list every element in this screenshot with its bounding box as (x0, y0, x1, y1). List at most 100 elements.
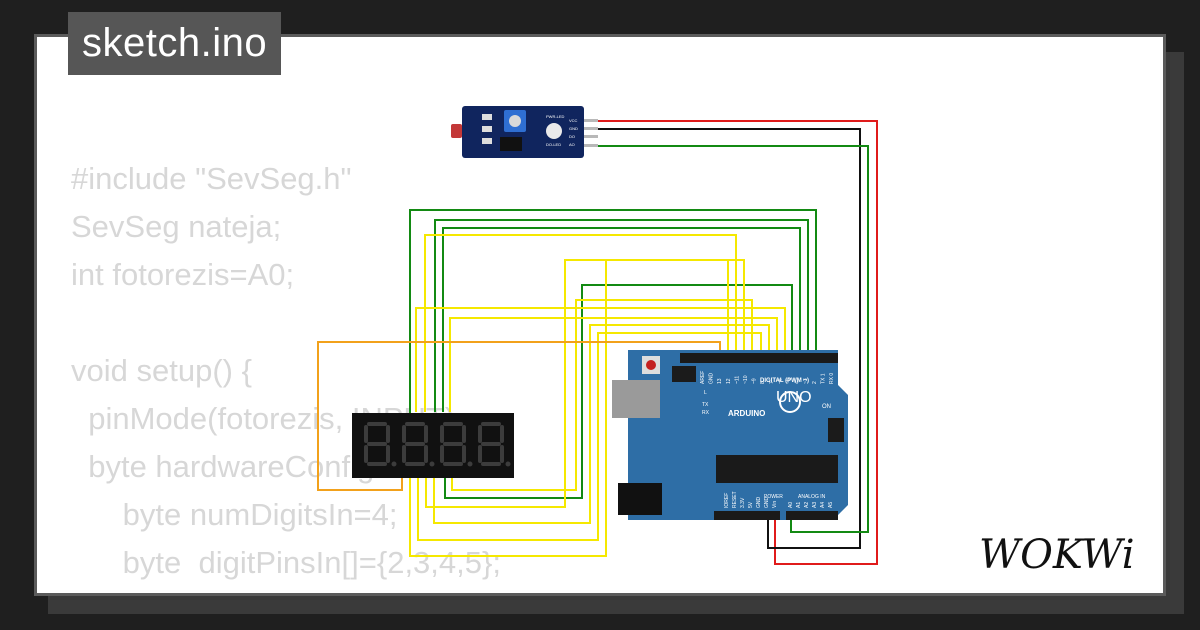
seven-segment-display[interactable] (352, 413, 514, 478)
code-line: byte digitPinsIn[]={2,3,4,5}; (71, 545, 501, 580)
potentiometer-knob (509, 115, 521, 127)
arduino-pin-label: GND (764, 497, 770, 509)
wire-yellow-segment[interactable] (449, 317, 778, 412)
wire-yellow-segment[interactable] (417, 332, 762, 541)
arduino-pin-label: ~11 (734, 376, 740, 384)
power-jack (618, 483, 662, 515)
on-label: ON (822, 404, 831, 410)
arduino-pin-label: 8 (760, 381, 766, 384)
digital-header[interactable] (680, 353, 838, 363)
sensor-led (546, 123, 562, 139)
sensor-pin[interactable] (584, 144, 598, 147)
arduino-pin-label: Vin (772, 501, 778, 508)
icsp-header-2 (828, 418, 844, 442)
arduino-pin-label: RX 0 (829, 373, 835, 384)
arduino-pin-label: ~3 (803, 378, 809, 384)
arduino-pin-label: GND (709, 373, 715, 385)
board-brand: ARDUINO (728, 409, 765, 418)
wire-black-gnd[interactable] (596, 128, 861, 549)
arduino-pin-label: A5 (828, 502, 834, 508)
resistor (482, 114, 492, 120)
arduino-pin-label: GND (756, 497, 762, 509)
sensor-pin[interactable] (584, 127, 598, 130)
code-line: byte hardwareConfig (71, 449, 375, 484)
analog-header[interactable] (786, 511, 838, 520)
arduino-pin-label: ~5 (786, 378, 792, 384)
preview-card: #include "SevSeg.h" SevSeg nateja; int fot… (34, 34, 1166, 596)
arduino-pin-label: A0 (788, 502, 794, 508)
analog-label: ANALOG IN (798, 494, 826, 500)
atmega-chip (716, 455, 838, 483)
arduino-pin-label: A3 (812, 502, 818, 508)
code-line: #include "SevSeg.h" (71, 161, 352, 196)
arduino-logo (779, 391, 801, 413)
wire-yellow-segment[interactable] (425, 259, 729, 508)
code-line: SevSeg nateja; (71, 209, 282, 244)
arduino-pin-label: 13 (717, 378, 723, 384)
arduino-pin-label: ~6 (777, 378, 783, 384)
sensor-pin-label: AO (569, 142, 575, 147)
reset-button-cap (646, 360, 656, 370)
wire-yellow-segment[interactable] (415, 307, 786, 412)
wire-green-digit[interactable] (444, 284, 793, 499)
sensor-pin[interactable] (584, 119, 598, 122)
arduino-pin-label: 7 (769, 381, 775, 384)
arduino-pin-label: IOREF (724, 493, 730, 508)
rx-label: RX (702, 410, 710, 416)
wokwi-logo: WOKWi (979, 532, 1135, 578)
sensor-pin-label: GND (569, 126, 578, 131)
display-decimal-point (391, 461, 397, 467)
photoresistor-sensor-module[interactable]: VCC GND DO AO PWR-LED DO-LED (451, 106, 598, 158)
wire-green-ao[interactable] (596, 145, 869, 533)
arduino-pin-label: 2 (812, 381, 818, 384)
wires (317, 120, 878, 565)
display-decimal-point (505, 461, 511, 467)
display-decimal-point (467, 461, 473, 467)
wire-green-digit[interactable] (442, 227, 801, 412)
l-label: L (704, 390, 707, 396)
display-digits (364, 422, 511, 467)
wire-yellow-segment[interactable] (433, 324, 770, 524)
tx-label: TX (702, 402, 709, 408)
usb-port (612, 380, 660, 418)
arduino-pin-label: A4 (820, 502, 826, 508)
arduino-pin-label: A1 (796, 502, 802, 508)
sensor-pin[interactable] (584, 135, 598, 138)
code-line: int fotorezis=A0; (71, 257, 295, 292)
power-label: POWER (764, 494, 783, 500)
code-preview: #include "SevSeg.h" SevSeg nateja; int fot… (71, 155, 699, 593)
arduino-pin-label: 4 (795, 381, 801, 384)
code-line: void setup() { (71, 353, 252, 388)
digital-label: DIGITAL (PWM ~) (760, 378, 809, 384)
wire-green-digit[interactable] (434, 219, 809, 412)
resistor (482, 138, 492, 144)
wire-yellow-segment[interactable] (409, 259, 745, 557)
arduino-pin-label: ~9 (752, 378, 758, 384)
sensor-led-label: DO-LED (546, 142, 561, 147)
wokwi-wordmark: WOKWi (979, 532, 1135, 578)
wire-red-vcc[interactable] (596, 120, 878, 565)
sensor-pin-label: DO (569, 134, 575, 139)
arduino-pin-label: 12 (726, 378, 732, 384)
comparator-chip (500, 137, 522, 151)
arduino-pin-label: 5V (748, 501, 754, 508)
project-title: sketch.ino (68, 12, 282, 75)
arduino-pin-label: TX 1 (820, 373, 826, 384)
code-line: byte numDigitsIn=4; (71, 497, 398, 532)
arduino-pin-label: A2 (804, 502, 810, 508)
icsp-header (672, 366, 696, 382)
wire-yellow-segment[interactable] (424, 234, 737, 412)
sensor-led-label: PWR-LED (546, 114, 565, 119)
resistor (482, 126, 492, 132)
arduino-pin-label: ~10 (743, 375, 749, 384)
wire-yellow-segment[interactable] (451, 299, 753, 491)
wire-orange[interactable] (317, 341, 721, 491)
display-decimal-point (429, 461, 435, 467)
arduino-pin-label: RESET (732, 491, 738, 508)
sensor-pin-label: VCC (569, 118, 578, 123)
arduino-uno-board[interactable]: UNO ARDUINO DIGITAL (PWM ~) POWER ANALOG… (612, 350, 848, 520)
photoresistor (451, 124, 462, 138)
power-header[interactable] (714, 511, 780, 520)
